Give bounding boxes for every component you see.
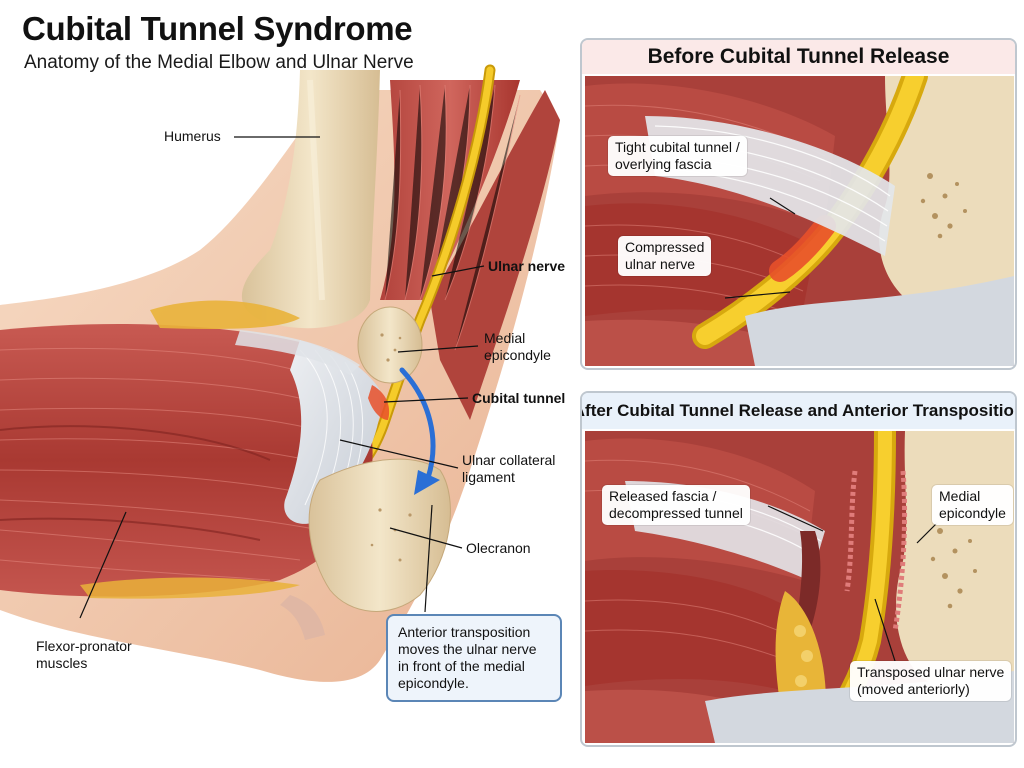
tendon-stump xyxy=(280,595,325,640)
callout-released-fascia: Released fascia / decompressed tunnel xyxy=(602,485,750,525)
label-olecranon: Olecranon xyxy=(466,540,531,556)
panel-after-title: After Cubital Tunnel Release and Anterio… xyxy=(582,393,1015,429)
page-subtitle: Anatomy of the Medial Elbow and Ulnar Ne… xyxy=(24,52,414,73)
olecranon-bone xyxy=(308,458,451,612)
cubital-tunnel-region xyxy=(368,385,390,420)
transposition-arrow-head xyxy=(414,470,440,495)
flexor-pronator-muscles xyxy=(0,324,373,597)
triceps-muscle xyxy=(430,90,560,420)
label-medial-epicondyle: Medial epicondyle xyxy=(484,330,551,363)
panel-before-title: Before Cubital Tunnel Release xyxy=(582,40,1015,74)
label-humerus: Humerus xyxy=(164,128,221,144)
callout-medial-epicondyle: Medial epicondyle xyxy=(932,485,1013,525)
callout-compressed-nerve: Compressed ulnar nerve xyxy=(618,236,712,276)
callout-tight-fascia: Tight cubital tunnel / overlying fascia xyxy=(608,136,747,176)
humerus-bone xyxy=(241,70,380,329)
label-cubital-tunnel: Cubital tunnel xyxy=(472,390,566,406)
callout-transposed-nerve: Transposed ulnar nerve (moved anteriorly… xyxy=(850,661,1012,701)
elbow-anatomy-illustration xyxy=(0,64,560,682)
transposition-note: Anterior transposition moves the ulnar n… xyxy=(386,614,562,702)
page-title: Cubital Tunnel Syndrome xyxy=(22,10,413,47)
panel-after-release: After Cubital Tunnel Release and Anterio… xyxy=(580,391,1017,747)
medial-epicondyle-bone xyxy=(357,306,423,384)
before-release-illustration xyxy=(585,76,1014,366)
label-flexor-pronator-muscles: Flexor-pronator muscles xyxy=(36,638,132,671)
panel-before-release: Before Cubital Tunnel Release xyxy=(580,38,1017,370)
before-compression-zone xyxy=(769,215,836,282)
transposition-arrow xyxy=(399,367,436,481)
label-ulnar-collateral-ligament: Ulnar collateral ligament xyxy=(462,452,556,485)
label-ulnar-nerve: Ulnar nerve xyxy=(488,258,566,274)
fat-tissue xyxy=(150,300,300,329)
